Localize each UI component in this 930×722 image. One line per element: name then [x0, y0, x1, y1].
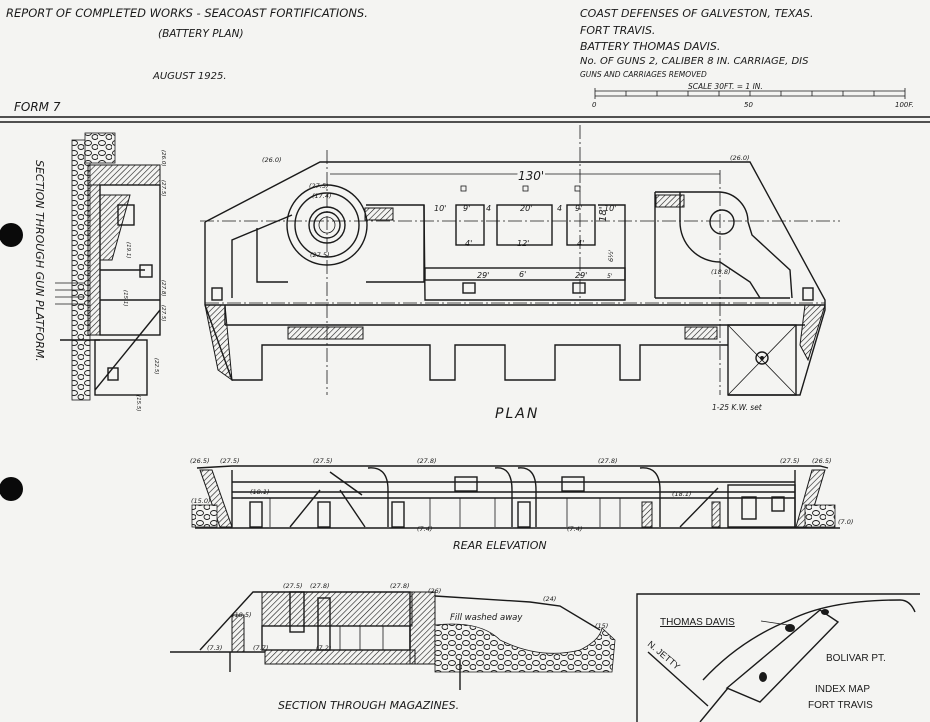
- dim: 10': [604, 204, 616, 213]
- elev-label: (26.0): [160, 150, 166, 167]
- elev-label: (22.5): [153, 358, 159, 375]
- elev-label: (27.5): [160, 180, 166, 197]
- elev-label: (18.5): [232, 611, 252, 619]
- dim: 20': [520, 204, 532, 213]
- report-date: AUGUST 1925.: [152, 71, 227, 82]
- punch-hole: [0, 223, 23, 247]
- battery-label: THOMAS DAVIS: [660, 617, 735, 628]
- elev-label: (27.5): [283, 582, 303, 590]
- elev-label: (27.8): [417, 457, 437, 465]
- bolivar-label: BOLIVAR PT.: [826, 653, 886, 664]
- elev-label: (18.8): [711, 268, 731, 276]
- index-map: THOMAS DAVIS N. JETTY BOLIVAR PT. INDEX …: [636, 593, 920, 722]
- elev-label: (15.5): [135, 395, 141, 412]
- elev-label: (17.4): [312, 192, 332, 200]
- report-subtitle: (BATTERY PLAN): [158, 28, 244, 40]
- elev-label: (7.4): [417, 525, 432, 533]
- elev-label: (27.8): [160, 280, 166, 297]
- elev-label: (27.8): [310, 582, 330, 590]
- elev-label: (27.5): [313, 457, 333, 465]
- dim: 9': [575, 204, 582, 213]
- elev-label: (27.8): [598, 457, 618, 465]
- battery-name: BATTERY THOMAS DAVIS.: [580, 40, 720, 53]
- dim: 29': [477, 271, 489, 280]
- remarks: GUNS AND CARRIAGES REMOVED: [580, 70, 707, 79]
- elev-label: (26.5): [190, 457, 210, 465]
- form-number: FORM 7: [14, 100, 61, 114]
- elev-label: (27.5): [220, 457, 240, 465]
- scale-bar: 0 50 100F.: [592, 88, 914, 109]
- dim: 12': [517, 239, 529, 248]
- elev-label: (26.0): [730, 154, 750, 162]
- elev-label: (7.4): [567, 525, 582, 533]
- dim: 29': [575, 271, 587, 280]
- dim: 6': [519, 270, 526, 279]
- gun-platform-section-title: SECTION THROUGH GUN PLATFORM.: [33, 160, 46, 362]
- title-block: REPORT OF COMPLETED WORKS - SEACOAST FOR…: [0, 6, 930, 123]
- elev-label: (27.5): [780, 457, 800, 465]
- elev-label: (7.0): [838, 518, 853, 526]
- report-title: REPORT OF COMPLETED WORKS - SEACOAST FOR…: [6, 6, 368, 20]
- dim: 18': [598, 207, 609, 222]
- elev-label: (19.1): [125, 242, 131, 259]
- elev-label: (27.8): [390, 582, 410, 590]
- dim: 6½': [607, 250, 615, 262]
- elev-label: (27.5): [160, 305, 166, 322]
- dim: 4': [465, 239, 472, 248]
- index-map-title: INDEX MAP: [815, 684, 870, 695]
- magazine-section-title: SECTION THROUGH MAGAZINES.: [278, 699, 459, 712]
- elev-label: (27.5): [310, 251, 330, 259]
- plan-title: PLAN: [495, 406, 539, 422]
- fort-name: FORT TRAVIS.: [580, 24, 655, 37]
- elev-label: (26): [428, 587, 441, 595]
- elev-label: (26.0): [262, 156, 282, 164]
- elev-label: (26.5): [812, 457, 832, 465]
- elev-label: (15.0): [191, 497, 211, 505]
- elev-label: (7.3): [207, 644, 222, 652]
- magazine-section: (27.5) (27.8) (27.8) (26) (24) (15) (18.…: [170, 582, 616, 712]
- dim: 10': [434, 204, 446, 213]
- dim: 4: [557, 204, 562, 213]
- fill-note: Fill washed away: [450, 613, 523, 623]
- elev-label: (24): [543, 595, 556, 603]
- dim: 4': [577, 239, 584, 248]
- dim-overall: 130': [518, 169, 544, 183]
- gun-platform-section: SECTION THROUGH GUN PLATFORM. (26.0) (27…: [33, 132, 166, 412]
- index-map-subtitle: FORT TRAVIS: [808, 700, 873, 711]
- elev-label: (27.5): [309, 182, 329, 190]
- dim: 4: [486, 204, 491, 213]
- elev-label: (7.2): [316, 644, 331, 652]
- gun-info: No. OF GUNS 2, CALIBER 8 IN. CARRIAGE, D…: [580, 56, 809, 67]
- district-title: COAST DEFENSES OF GALVESTON, TEXAS.: [580, 7, 814, 20]
- elev-label: (18.1): [672, 490, 692, 498]
- elev-label: (15): [595, 622, 608, 630]
- generator-note: 1-25 K.W. set: [712, 403, 763, 412]
- scale-tick-100: 100F.: [895, 101, 914, 109]
- elev-label: (7.7): [253, 644, 268, 652]
- elev-label: (18.1): [250, 488, 270, 496]
- elev-label: (15.1): [122, 290, 128, 307]
- scale-tick-0: 0: [592, 101, 597, 109]
- dim: 9': [463, 204, 470, 213]
- scale-tick-50: 50: [744, 101, 753, 109]
- punch-hole: [0, 477, 23, 501]
- rear-elevation: (26.5) (27.5) (27.5) (27.8) (27.8) (27.5…: [190, 457, 853, 552]
- rear-elevation-title: REAR ELEVATION: [453, 539, 547, 552]
- battery-plan-view: (26.0) (26.0) (27.5) (17.4) (27.5) (18.8…: [200, 125, 840, 422]
- dim: 5': [607, 273, 613, 280]
- scale-label: SCALE 30FT. = 1 IN.: [688, 82, 763, 91]
